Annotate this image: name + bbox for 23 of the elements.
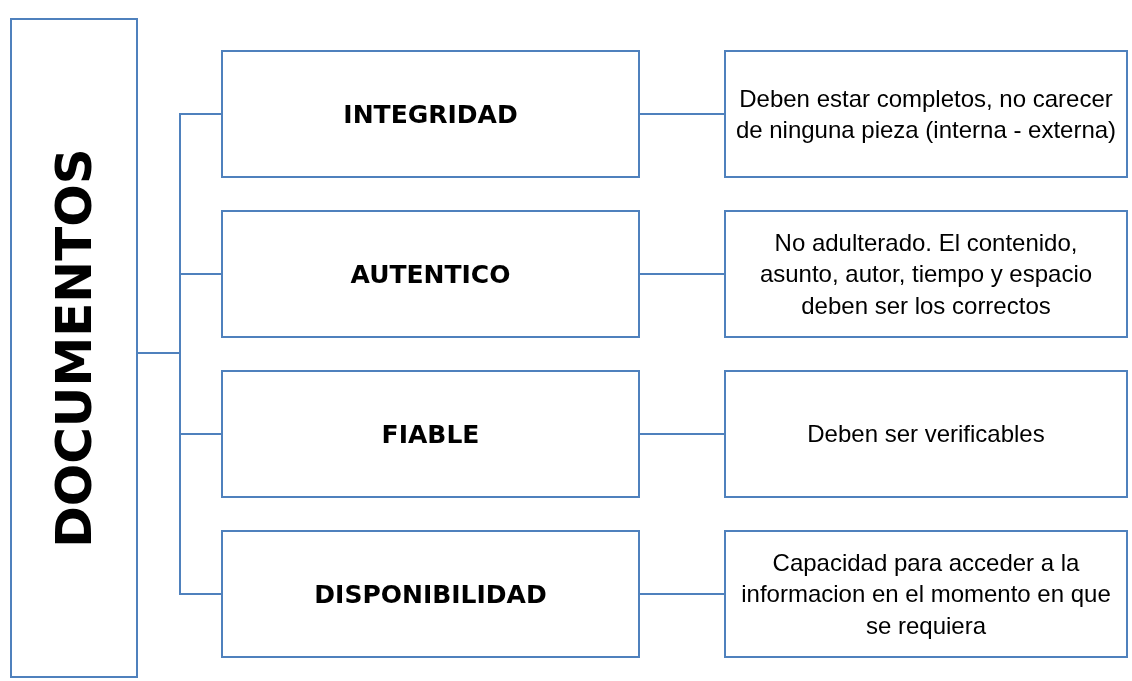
description-text: Capacidad para acceder a la informacion en el momento en que se requiera [740, 548, 1112, 641]
connector-line [639, 113, 725, 115]
connector-line [639, 433, 725, 435]
description-box [724, 50, 1128, 178]
connector-line [639, 273, 725, 275]
category-label: INTEGRIDAD [343, 99, 518, 129]
category-label: FIABLE [381, 419, 480, 449]
category-box [221, 370, 640, 498]
category-label: DISPONIBILIDAD [314, 579, 547, 609]
title-box [10, 18, 138, 678]
category-box [221, 530, 640, 658]
description-box [724, 210, 1128, 338]
description-box [724, 370, 1128, 498]
description-box [724, 530, 1128, 658]
description-text: Deben ser verificables [806, 419, 1046, 450]
connector-line [639, 593, 725, 595]
category-label: AUTENTICO [350, 259, 511, 289]
vertical-title: DOCUMENTOS [45, 148, 103, 548]
category-box [221, 50, 640, 178]
connector-line [137, 352, 222, 595]
category-box [221, 210, 640, 338]
description-text: Deben estar completos, no carecer de ninguna pieza (interna - externa) [734, 83, 1118, 145]
description-text: No adulterado. El contenido, asunto, autor, tiempo y espacio deben ser los correctos [758, 228, 1094, 321]
